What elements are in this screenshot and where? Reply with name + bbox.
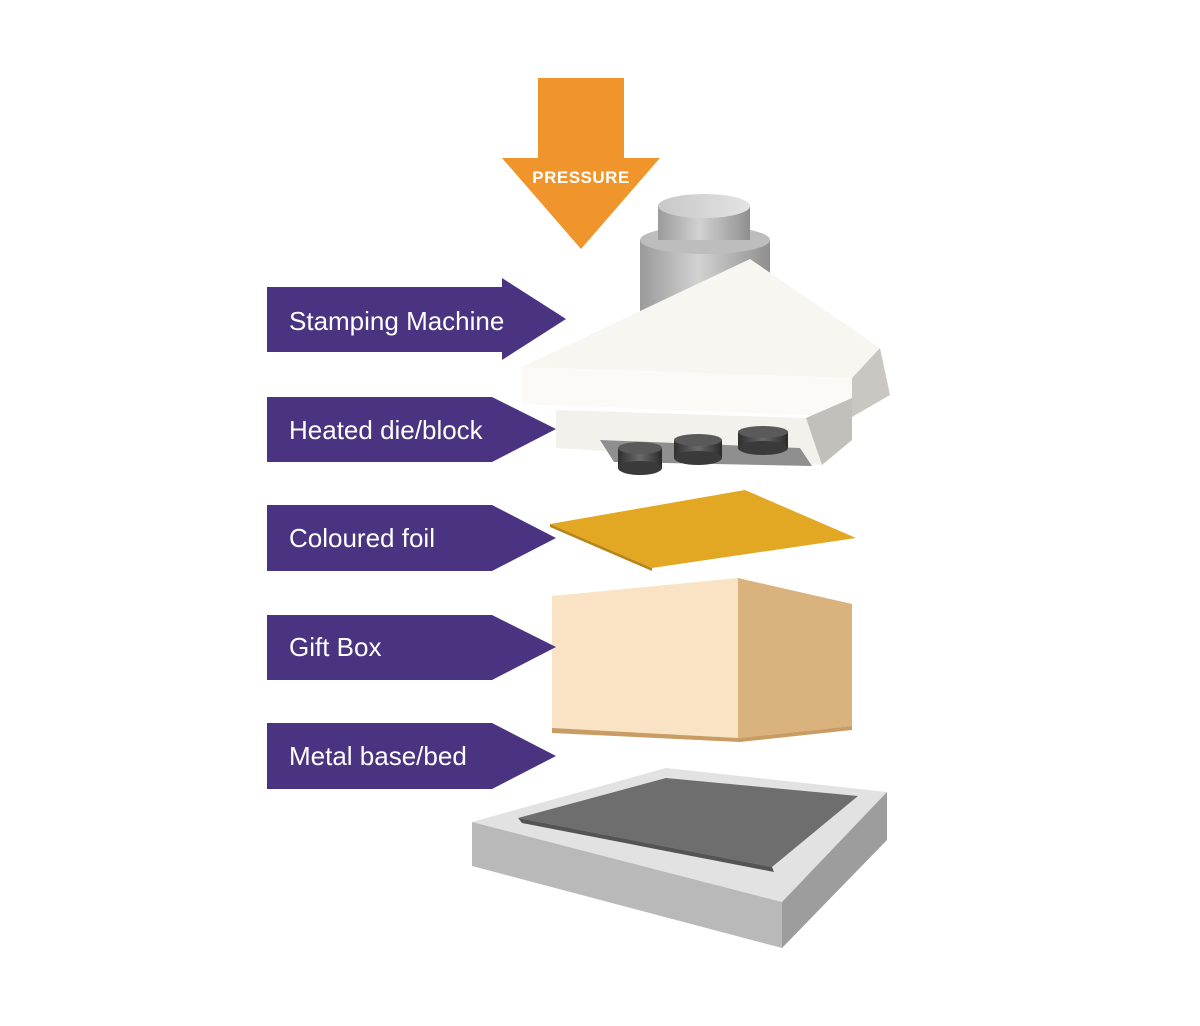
machine-plate-side [852,348,890,417]
label-heated-die-text: Heated die/block [289,415,484,445]
gift-box-side [738,578,852,738]
metal-base-bed [472,768,887,948]
pressure-arrow-shape [502,78,660,249]
metal-base-side [782,792,887,948]
heated-die-block [556,398,852,475]
label-gift-box: Gift Box [267,615,556,680]
pressure-arrow: PRESSURE [502,78,660,249]
machine-upper-cylinder-top [658,194,750,218]
label-stamping-machine-text: Stamping Machine [289,306,504,336]
metal-base-surface [518,778,858,867]
machine-plate-top [522,259,880,378]
coloured-foil-sheet [550,490,856,568]
pressure-label: PRESSURE [532,168,630,187]
gift-box-bottom-edge [552,726,852,742]
label-coloured-foil-text: Coloured foil [289,523,435,553]
label-gift-box-text: Gift Box [289,632,381,662]
die-side [806,398,852,465]
label-stamping-machine: Stamping Machine [267,278,566,360]
metal-base-front [472,822,782,948]
label-coloured-foil: Coloured foil [267,505,556,571]
machine-plate-front [522,367,852,417]
label-metal-base-text: Metal base/bed [289,741,467,771]
gift-box-front [552,578,738,738]
label-heated-die: Heated die/block [267,397,556,462]
stamping-machine [522,194,890,417]
die-pins [618,426,788,475]
label-metal-base: Metal base/bed [267,723,556,789]
gift-box [552,578,852,742]
